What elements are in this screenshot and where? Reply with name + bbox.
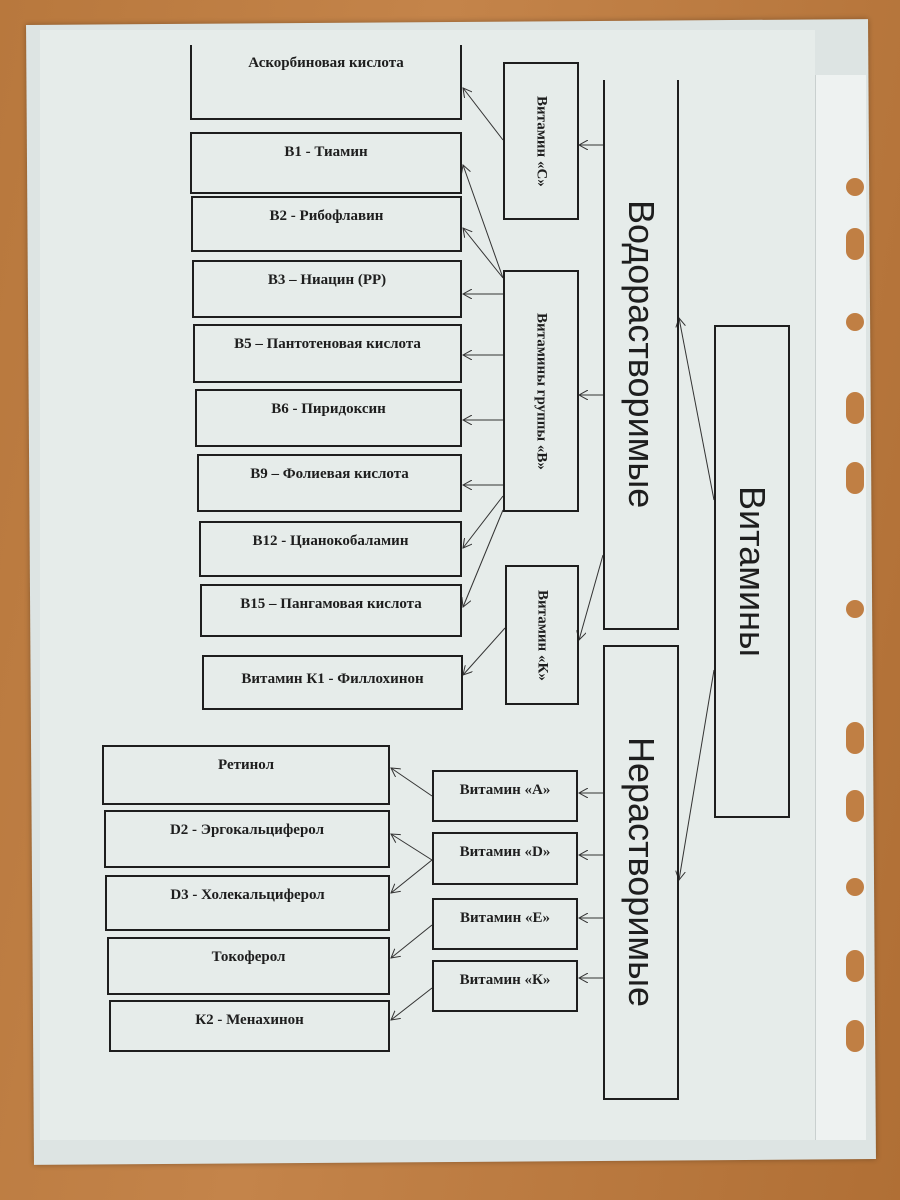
arrow-k-to-k1: [463, 627, 506, 675]
root-label: Витамины: [732, 486, 773, 657]
hole-icon: [846, 313, 864, 331]
node-vitamin-c: Витамин «С»: [503, 62, 579, 220]
leaf-b2: В2 - Рибофлавин: [191, 196, 462, 252]
node-label: Витамины группы «В»: [533, 312, 550, 470]
node-label: Витамин «А»: [459, 782, 551, 798]
hole-icon: [846, 790, 864, 822]
leaf-b5: В5 – Пантотеновая кислота: [193, 324, 462, 383]
group-water-soluble: Водорастворимые: [603, 80, 679, 630]
arrow-water-to-k: [579, 554, 604, 640]
leaf-b9: В9 – Фолиевая кислота: [197, 454, 462, 512]
node-vitamin-b-group: Витамины группы «В»: [503, 270, 579, 512]
group-fat-label: Нерастворимые: [621, 737, 662, 1008]
hole-icon: [846, 1020, 864, 1052]
node-label: Витамин «Е»: [460, 910, 550, 926]
arrow-k-to-k2: [391, 987, 433, 1020]
leaf-retinol: Ретинол: [102, 745, 390, 805]
hole-icon: [846, 722, 864, 754]
leaf-k2: К2 - Менахинон: [109, 1000, 390, 1052]
arrow-d-to-d3: [391, 859, 433, 893]
arrow-d-to-d2: [391, 834, 433, 861]
leaf-b15: В15 – Пангамовая кислота: [200, 584, 462, 637]
hole-icon: [846, 878, 864, 896]
leaf-d2: D2 - Эргокальциферол: [104, 810, 390, 868]
hole-icon: [846, 462, 864, 494]
arrow-e-to-tocopherol: [391, 924, 433, 958]
leaf-ascorbic-acid: Аскорбиновая кислота: [190, 45, 462, 120]
node-vitamin-e: Витамин «Е»: [432, 898, 578, 950]
node-label: Витамин «К»: [459, 972, 551, 988]
node-label: Витамин «С»: [533, 95, 550, 187]
arrow-b-to-b1: [463, 165, 504, 279]
hole-icon: [846, 950, 864, 982]
group-water-label: Водорастворимые: [621, 199, 662, 509]
arrow-b-to-b15: [463, 509, 504, 607]
leaf-label: В1 - Тиамин: [284, 144, 368, 160]
leaf-d3: D3 - Холекальциферол: [105, 875, 390, 931]
leaf-tocopherol: Токоферол: [107, 937, 390, 995]
leaf-label: В15 – Пангамовая кислота: [240, 596, 422, 612]
arrow-root-to-water: [679, 318, 715, 501]
node-vitamin-d: Витамин «D»: [432, 832, 578, 885]
leaf-b1: В1 - Тиамин: [190, 132, 462, 194]
node-vitamin-a: Витамин «А»: [432, 770, 578, 822]
root-node-vitamins: Витамины: [714, 325, 790, 818]
node-vitamin-k-fat: Витамин «К»: [432, 960, 578, 1012]
hole-icon: [846, 392, 864, 424]
leaf-label: Аскорбиновая кислота: [248, 55, 404, 71]
group-fat-soluble: Нерастворимые: [603, 645, 679, 1100]
leaf-b3: В3 – Ниацин (РР): [192, 260, 462, 318]
node-label: Витамин «D»: [459, 844, 551, 860]
leaf-label: К2 - Менахинон: [195, 1012, 304, 1028]
leaf-label: Витамин К1 - Филлохинон: [241, 671, 424, 687]
hole-icon: [846, 178, 864, 196]
leaf-label: Ретинол: [218, 757, 274, 773]
leaf-label: D3 - Холекальциферол: [170, 887, 325, 903]
leaf-label: В2 - Рибофлавин: [269, 208, 384, 224]
leaf-b12: В12 - Цианокобаламин: [199, 521, 462, 577]
leaf-label: Токоферол: [211, 949, 286, 965]
leaf-label: В6 - Пиридоксин: [271, 401, 386, 417]
hole-icon: [846, 600, 864, 618]
arrow-b-to-b12: [463, 495, 504, 548]
arrow-c-to-ascorbic: [463, 88, 504, 141]
node-label: Витамин «К»: [534, 589, 551, 681]
leaf-label: В5 – Пантотеновая кислота: [234, 336, 421, 352]
leaf-label: В3 – Ниацин (РР): [267, 272, 387, 288]
leaf-k1: Витамин К1 - Филлохинон: [202, 655, 463, 710]
arrow-root-to-fat: [679, 669, 715, 880]
node-vitamin-k-water: Витамин «К»: [505, 565, 579, 705]
leaf-label: D2 - Эргокальциферол: [169, 822, 325, 838]
leaf-label: В12 - Цианокобаламин: [252, 533, 409, 549]
hole-icon: [846, 228, 864, 260]
arrow-b-to-b2: [463, 228, 504, 279]
arrow-a-to-retinol: [391, 768, 433, 797]
leaf-label: В9 – Фолиевая кислота: [250, 466, 409, 482]
leaf-b6: В6 - Пиридоксин: [195, 389, 462, 447]
